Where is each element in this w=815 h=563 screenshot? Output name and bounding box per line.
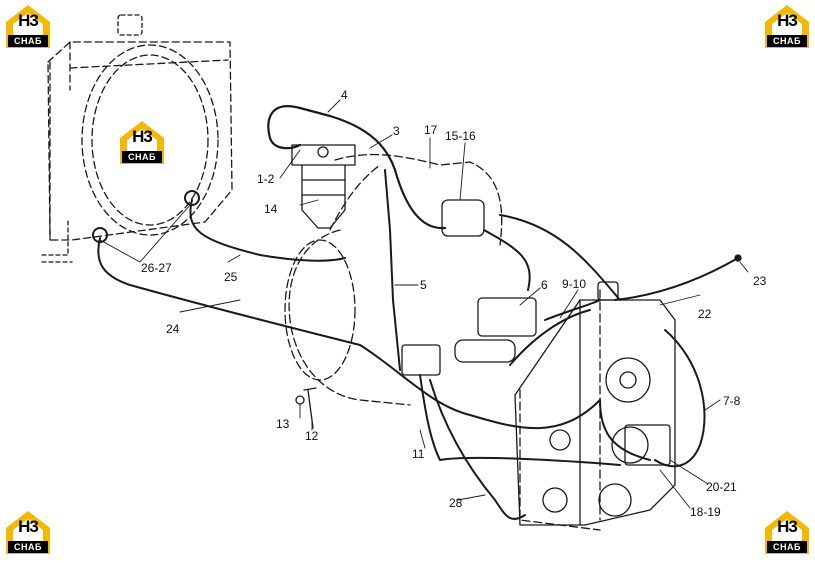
radiator-filler-cap	[117, 14, 143, 36]
callout-15-16: 15-16	[445, 129, 476, 143]
pipe-5	[384, 169, 401, 371]
leader-lines	[99, 99, 749, 509]
logo-top-left: H3 CHAБ	[3, 2, 53, 50]
logo-mark: H3	[777, 517, 798, 536]
logo-bottom-right: H3 CHAБ	[762, 508, 812, 556]
callout-11: 11	[412, 447, 425, 461]
logo-top-right: H3 CHAБ	[762, 2, 812, 50]
pipe-22	[499, 214, 739, 301]
pipe-24	[97, 237, 601, 430]
callout-22: 22	[698, 307, 712, 321]
oil-filter-assembly	[291, 144, 356, 229]
callout-24: 24	[166, 322, 180, 336]
callout-20-21: 20-21	[706, 480, 737, 494]
logo-wordmark: CHAБ	[8, 35, 48, 47]
washer-13	[295, 395, 305, 405]
callout-9-10: 9-10	[562, 277, 586, 291]
callout-14: 14	[264, 202, 278, 216]
callout-17: 17	[424, 123, 438, 137]
pump-unit-15-16	[441, 199, 485, 237]
callout-3: 3	[393, 124, 400, 138]
logo-center: H3 CHAБ	[117, 118, 167, 166]
filter-head-11	[401, 344, 441, 376]
pipe-25	[189, 199, 346, 262]
logo-wordmark: CHAБ	[767, 541, 807, 553]
logo-wordmark: CHAБ	[122, 151, 162, 163]
pipe-3	[267, 105, 447, 230]
radiator-mount-foot	[41, 219, 73, 263]
cylinder-fitting	[454, 339, 516, 363]
logo-mark: H3	[18, 11, 39, 30]
callout-25: 25	[224, 270, 238, 284]
radiator	[47, 41, 233, 241]
logo-wordmark: CHAБ	[8, 541, 48, 553]
callout-28: 28	[449, 496, 463, 510]
bolt-12	[303, 387, 317, 429]
pipe-11	[419, 374, 621, 466]
hose-9-10	[509, 299, 601, 366]
callout-23: 23	[753, 274, 767, 288]
callout-1-2: 1-2	[257, 172, 275, 186]
callout-4: 4	[341, 88, 348, 102]
logo-mark: H3	[132, 127, 153, 146]
control-valve-18-19	[624, 424, 671, 466]
hose-15-16-to-body	[483, 229, 531, 291]
logo-mark: H3	[18, 517, 39, 536]
callout-26-27: 26-27	[141, 261, 172, 275]
pipe-20-21	[599, 399, 651, 461]
callout-7-8: 7-8	[723, 394, 741, 408]
transmission-housing	[284, 153, 601, 531]
logo-wordmark: CHAБ	[767, 35, 807, 47]
logo-mark: H3	[777, 11, 798, 30]
fitting-23	[734, 254, 742, 262]
pipe-28	[429, 379, 526, 520]
callout-6: 6	[541, 278, 548, 292]
callout-18-19: 18-19	[690, 505, 721, 519]
callout-12: 12	[305, 429, 319, 443]
valve-block-6	[477, 297, 537, 337]
hose-7-8	[654, 329, 706, 468]
transmission-body	[514, 281, 676, 526]
fitting-radiator-left	[92, 227, 108, 243]
callout-5: 5	[420, 278, 427, 292]
logo-bottom-left: H3 CHAБ	[3, 508, 53, 556]
callout-13: 13	[276, 417, 290, 431]
fitting-radiator-right	[184, 190, 200, 206]
